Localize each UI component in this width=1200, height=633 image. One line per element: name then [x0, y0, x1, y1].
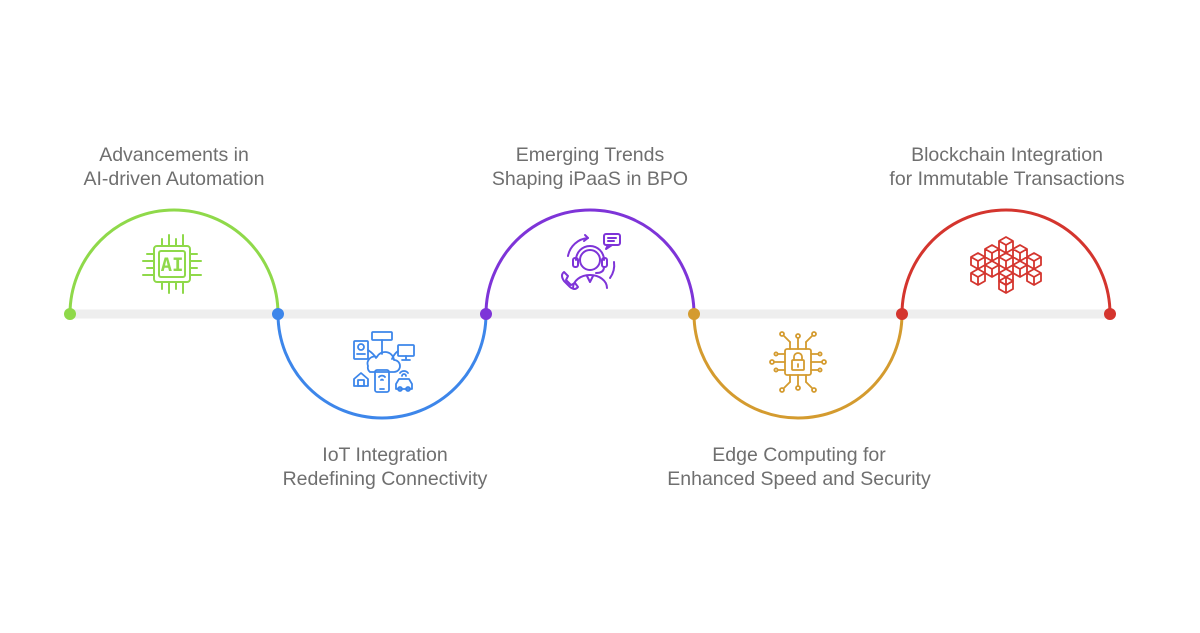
- node-ai: [64, 308, 76, 320]
- label-edge-line-2: Enhanced Speed and Security: [667, 468, 931, 490]
- arc-edge: [692, 313, 904, 420]
- label-blockchain: Blockchain Integration for Immutable Tra…: [847, 143, 1167, 191]
- arc-blockchain: [900, 208, 1112, 315]
- label-ai: Advancements in AI-driven Automation: [14, 143, 334, 191]
- label-edge-line-1: Edge Computing for: [712, 444, 886, 466]
- arc-iot: [276, 313, 488, 420]
- iot-network-icon: [353, 331, 415, 393]
- blockchain-cubes-icon: [970, 236, 1042, 294]
- node-blockchain: [896, 308, 908, 320]
- node-iot: [272, 308, 284, 320]
- label-iot: IoT Integration Redefining Connectivity: [225, 443, 545, 491]
- secure-chip-icon: [769, 331, 827, 393]
- label-blockchain-line-2: for Immutable Transactions: [889, 168, 1125, 190]
- label-ai-line-2: AI-driven Automation: [83, 168, 265, 190]
- label-iot-line-1: IoT Integration: [322, 444, 448, 466]
- arc-ai: [68, 208, 280, 315]
- label-ipaas: Emerging Trends Shaping iPaaS in BPO: [430, 143, 750, 191]
- support-agent-icon: [561, 233, 621, 290]
- node-ipaas: [480, 308, 492, 320]
- label-iot-line-2: Redefining Connectivity: [282, 468, 488, 490]
- ai-chip-icon: AI: [142, 234, 202, 294]
- label-ai-line-1: Advancements in: [99, 144, 249, 166]
- ai-chip-icon-text: AI: [161, 254, 184, 276]
- node-end: [1104, 308, 1116, 320]
- node-edge: [688, 308, 700, 320]
- label-blockchain-line-1: Blockchain Integration: [911, 144, 1103, 166]
- label-ipaas-line-1: Emerging Trends: [515, 144, 665, 166]
- label-ipaas-line-2: Shaping iPaaS in BPO: [491, 168, 689, 190]
- label-edge: Edge Computing for Enhanced Speed and Se…: [639, 443, 959, 491]
- arc-ipaas: [484, 208, 696, 315]
